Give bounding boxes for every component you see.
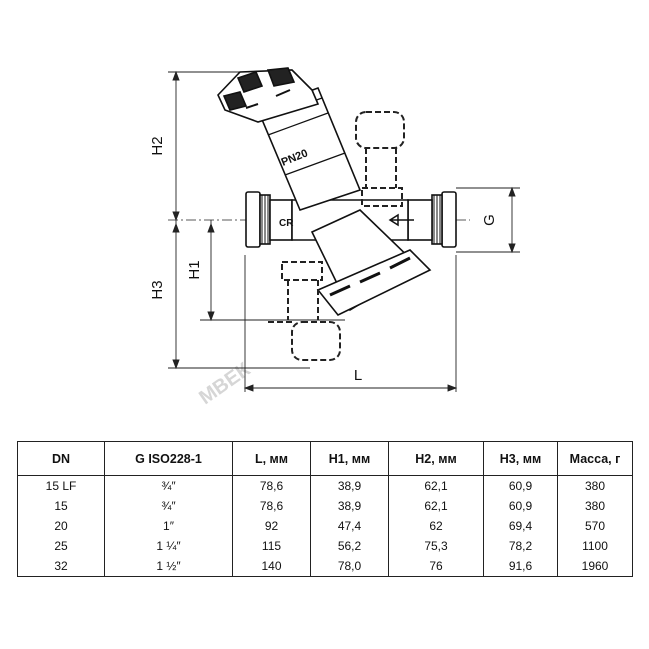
cell-h2: 76 — [388, 556, 484, 577]
cell-thread: ¾″ — [104, 496, 233, 516]
cell-h2: 75,3 — [388, 536, 484, 556]
cell-length: 115 — [232, 536, 311, 556]
header-mass: Масса, г — [557, 441, 633, 476]
header-h1: H1, мм — [310, 441, 389, 476]
cell-h3: 69,4 — [483, 516, 558, 536]
cell-thread: 1 ¼″ — [104, 536, 233, 556]
cell-mass: 1100 — [557, 536, 633, 556]
lower-test-point-dashed — [268, 261, 341, 361]
table-row: 20 1″ 92 47,4 62 69,4 570 — [17, 516, 633, 536]
cell-h2: 62 — [388, 516, 484, 536]
cell-thread: ¾″ — [104, 475, 233, 496]
cell-thread: 1 ½″ — [104, 556, 233, 577]
cell-mass: 380 — [557, 475, 633, 496]
h1-label: H1 — [186, 260, 203, 279]
h2-label: H2 — [149, 136, 166, 155]
cell-h3: 91,6 — [483, 556, 558, 577]
valve-logo-mark: CR — [279, 218, 294, 229]
watermark-text: МВЕК — [195, 358, 255, 409]
cell-mass: 1960 — [557, 556, 633, 577]
cell-dn: 25 — [17, 536, 105, 556]
cell-h1: 47,4 — [310, 516, 389, 536]
header-h3: H3, мм — [483, 441, 558, 476]
cell-length: 78,6 — [232, 496, 311, 516]
table-row: 15 ¾″ 78,6 38,9 62,1 60,9 380 — [17, 496, 633, 516]
cell-h1: 38,9 — [310, 475, 389, 496]
valve-body — [217, 67, 457, 317]
cell-h3: 60,9 — [483, 475, 558, 496]
table-row: 15 LF ¾″ 78,6 38,9 62,1 60,9 380 — [17, 475, 633, 496]
cell-thread: 1″ — [104, 516, 233, 536]
l-dimension — [243, 255, 458, 392]
cell-h3: 78,2 — [483, 536, 558, 556]
table-row: 25 1 ¼″ 115 56,2 75,3 78,2 1100 — [17, 536, 633, 556]
table-header-row: DN G ISO228-1 L, мм H1, мм H2, мм H3, мм… — [17, 441, 633, 476]
cell-h3: 60,9 — [483, 496, 558, 516]
h3-dimension — [168, 220, 310, 370]
header-length: L, мм — [232, 441, 311, 476]
l-label: L — [354, 367, 362, 384]
cell-dn: 15 LF — [17, 475, 105, 496]
header-dn: DN — [17, 441, 105, 476]
table-row: 32 1 ½″ 140 78,0 76 91,6 1960 — [17, 556, 633, 577]
valve-technical-drawing: МВЕК H2 H3 H1 L G — [149, 67, 520, 409]
cell-dn: 15 — [17, 496, 105, 516]
cell-length: 92 — [232, 516, 311, 536]
h1-dimension — [200, 220, 345, 322]
cell-length: 140 — [232, 556, 311, 577]
upper-test-point-dashed — [355, 111, 405, 207]
header-h2: H2, мм — [388, 441, 484, 476]
cell-mass: 380 — [557, 496, 633, 516]
cell-length: 78,6 — [232, 475, 311, 496]
cell-h1: 78,0 — [310, 556, 389, 577]
specs-table: DN G ISO228-1 L, мм H1, мм H2, мм H3, мм… — [17, 441, 633, 577]
cell-mass: 570 — [557, 516, 633, 536]
cell-h1: 38,9 — [310, 496, 389, 516]
cell-h1: 56,2 — [310, 536, 389, 556]
cell-dn: 32 — [17, 556, 105, 577]
cell-dn: 20 — [17, 516, 105, 536]
g-label: G — [481, 214, 498, 226]
cell-h2: 62,1 — [388, 475, 484, 496]
cell-h2: 62,1 — [388, 496, 484, 516]
h3-label: H3 — [149, 280, 166, 299]
g-dimension — [456, 186, 520, 254]
header-thread: G ISO228-1 — [104, 441, 233, 476]
h2-dimension — [168, 70, 248, 222]
